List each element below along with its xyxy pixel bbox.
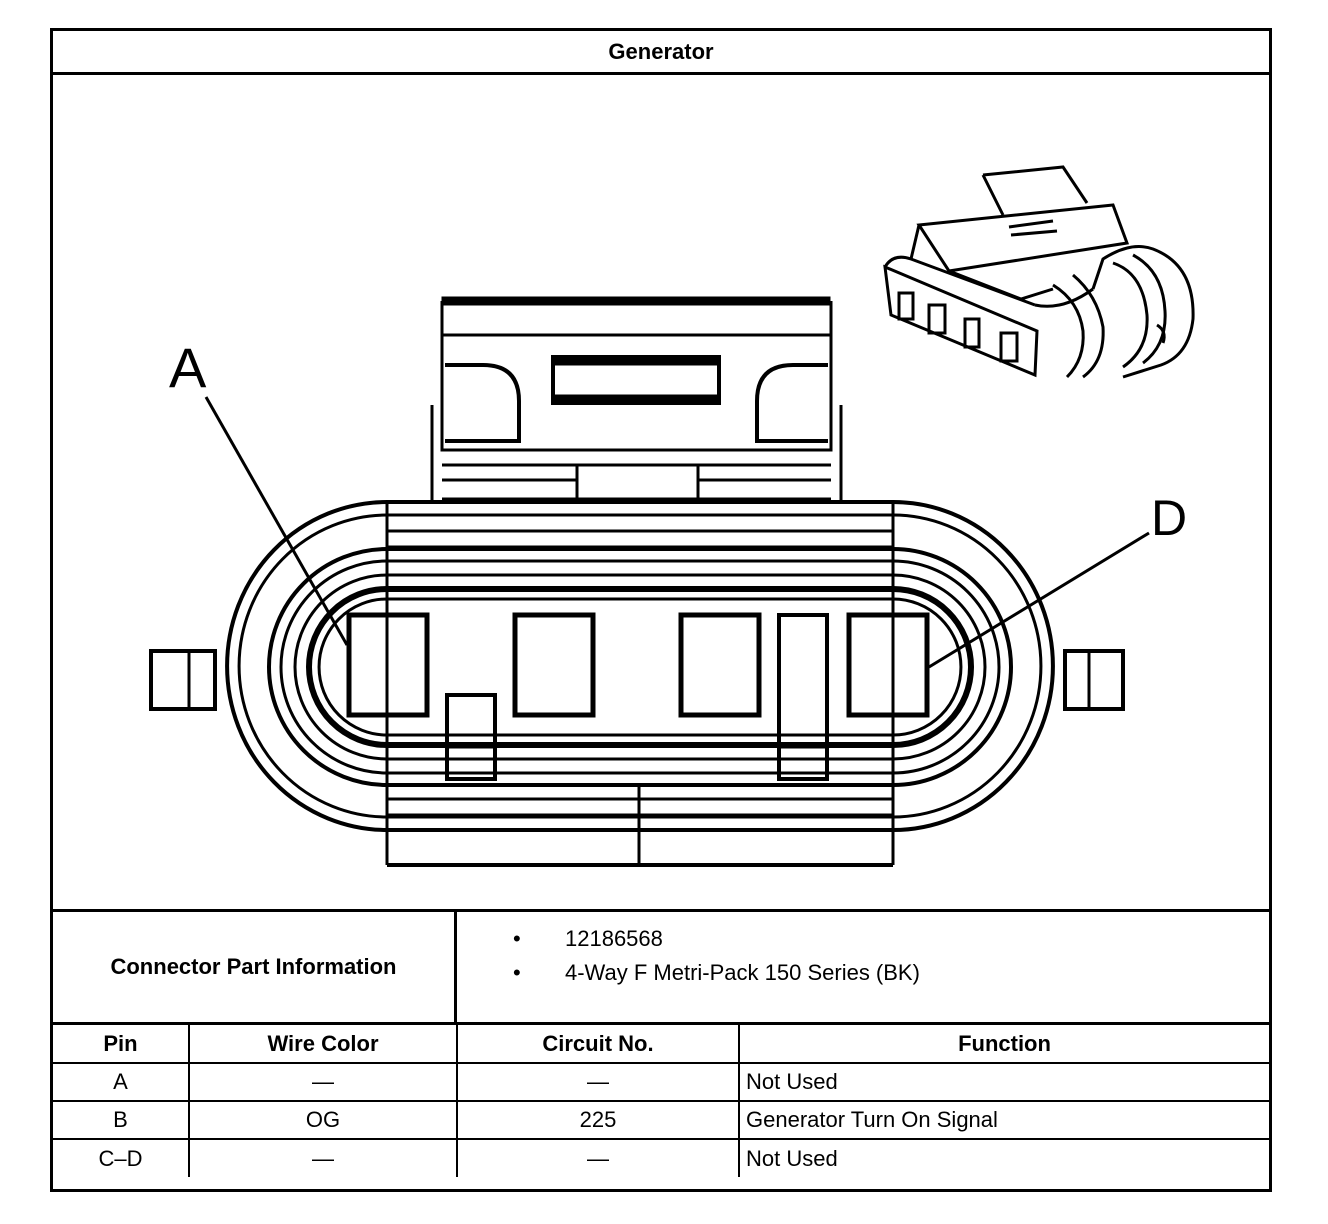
connector-3d-icon: [883, 165, 1195, 379]
cell-function: Not Used: [738, 1138, 1269, 1177]
cavity-b: [512, 612, 596, 718]
cell-wire-color: OG: [188, 1100, 458, 1140]
cell-circuit: —: [456, 1138, 740, 1177]
connector-face-icon: [149, 296, 1150, 867]
cell-pin: A: [53, 1062, 190, 1102]
cell-pin: B: [53, 1100, 190, 1140]
header-circuit-no: Circuit No.: [456, 1025, 740, 1064]
cell-wire-color: —: [188, 1138, 458, 1177]
connector-part-information-label: Connector Part Information: [53, 912, 457, 1022]
pin-label-a: A: [169, 336, 207, 399]
cell-function: Generator Turn On Signal: [738, 1100, 1269, 1140]
cavity-c: [678, 612, 762, 718]
part-description: 4-Way F Metri-Pack 150 Series (BK): [457, 956, 920, 990]
connector-sheet: Generator: [50, 28, 1272, 1192]
cell-circuit: —: [456, 1062, 740, 1102]
pin-table-header: Pin Wire Color Circuit No. Function: [53, 1025, 1269, 1064]
table-row: C–D — — Not Used: [53, 1138, 1269, 1177]
header-pin: Pin: [53, 1025, 190, 1064]
cell-function: Not Used: [738, 1062, 1269, 1102]
cell-pin: C–D: [53, 1138, 190, 1177]
table-row: B OG 225 Generator Turn On Signal: [53, 1100, 1269, 1140]
cavity-d: [846, 612, 930, 718]
cell-circuit: 225: [456, 1100, 740, 1140]
header-wire-color: Wire Color: [188, 1025, 458, 1064]
cell-wire-color: —: [188, 1062, 458, 1102]
page-title: Generator: [53, 31, 1269, 75]
cavity-a: [346, 612, 430, 718]
table-row: A — — Not Used: [53, 1062, 1269, 1102]
connector-part-information: Connector Part Information 12186568 4-Wa…: [53, 909, 1269, 1025]
part-number: 12186568: [457, 922, 920, 956]
header-function: Function: [738, 1025, 1269, 1064]
connector-part-list: 12186568 4-Way F Metri-Pack 150 Series (…: [457, 922, 920, 990]
connector-diagram: A D: [149, 165, 1195, 867]
pin-table: Pin Wire Color Circuit No. Function A — …: [53, 1025, 1269, 1177]
pin-label-d: D: [1151, 490, 1187, 546]
